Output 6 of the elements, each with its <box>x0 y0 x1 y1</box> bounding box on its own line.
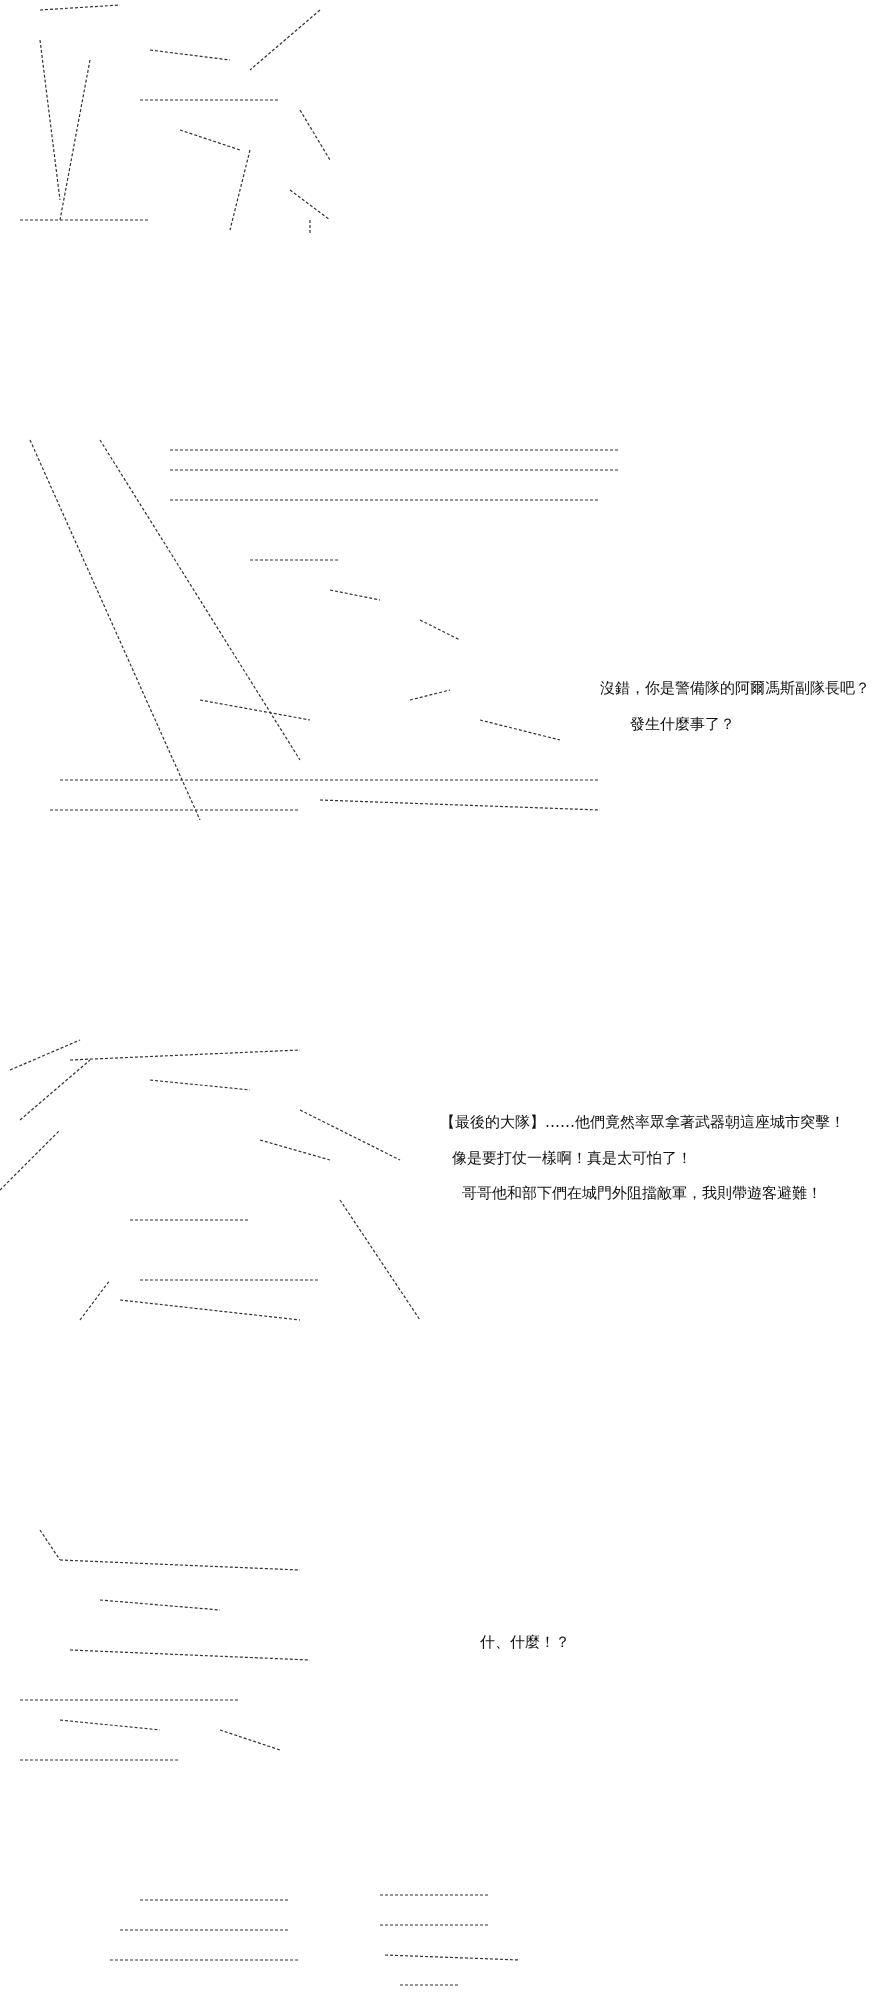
dialogue-text: 沒錯，你是警備隊的阿爾馮斯副隊長吧？ <box>600 678 870 698</box>
dialogue-text: 像是要打仗一樣啊！真是太可怕了！ <box>452 1148 692 1168</box>
dialogue-text: 【最後的大隊】……他們竟然率眾拿著武器朝這座城市突擊！ <box>440 1112 845 1132</box>
dialogue-text: 發生什麼事了？ <box>630 714 735 734</box>
dialogue-text: 什、什麼！？ <box>480 1632 570 1652</box>
dialogue-text: 哥哥他和部下們在城門外阻擋敵軍，我則帶遊客避難！ <box>462 1183 822 1203</box>
